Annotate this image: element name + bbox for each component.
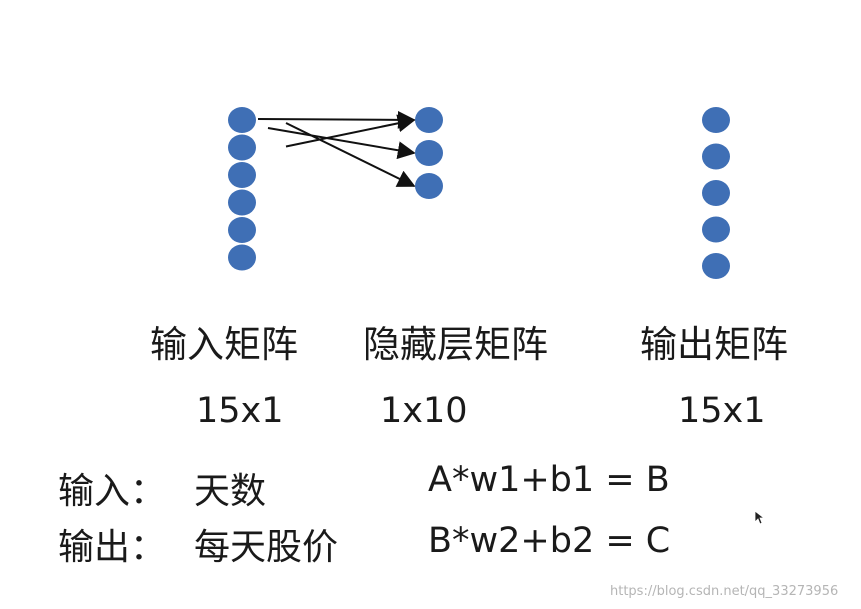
layer-0-node-2 [228,162,256,188]
mouse-cursor-icon [754,510,766,525]
layer-0-node-0 [228,107,256,133]
layer-0-node-3 [228,189,256,216]
layer-0-node-1 [228,134,256,161]
connection-arrows [257,110,416,187]
equation-2: B*w2+b2 = C [428,521,671,561]
neuron-nodes [228,107,730,279]
equation-1: A*w1+b1 = B [428,460,670,500]
connection-arrow-2 [285,122,416,187]
layer-2-node-1 [702,143,730,170]
layer-2-node-4 [702,253,730,279]
layer-2-node-0 [702,107,730,133]
output-layer-label: 输出矩阵 [640,323,788,366]
layer-0-node-5 [228,244,256,271]
output-layer-shape: 15x1 [678,391,766,431]
input-note-key: 输入： [58,471,167,512]
input-note-value: 天数 [194,471,267,512]
connection-arrow-0 [257,110,416,129]
output-note-value: 每天股价 [194,527,339,568]
layer-1-node-1 [415,140,443,166]
input-layer-shape: 15x1 [196,391,284,431]
layer-0-node-4 [228,217,256,243]
input-layer-label: 输入矩阵 [150,323,298,366]
hidden-layer-label: 隐藏层矩阵 [363,323,548,366]
layer-2-node-3 [702,216,730,243]
layer-1-node-0 [415,107,443,133]
watermark: https://blog.csdn.net/qq_33273956 [610,584,839,599]
connection-arrow-1 [267,127,416,160]
output-note-key: 输出： [58,527,167,568]
layer-1-node-2 [415,173,443,199]
connection-arrow-3 [285,114,416,148]
layer-2-node-2 [702,180,730,206]
hidden-layer-shape: 1x10 [380,391,468,431]
